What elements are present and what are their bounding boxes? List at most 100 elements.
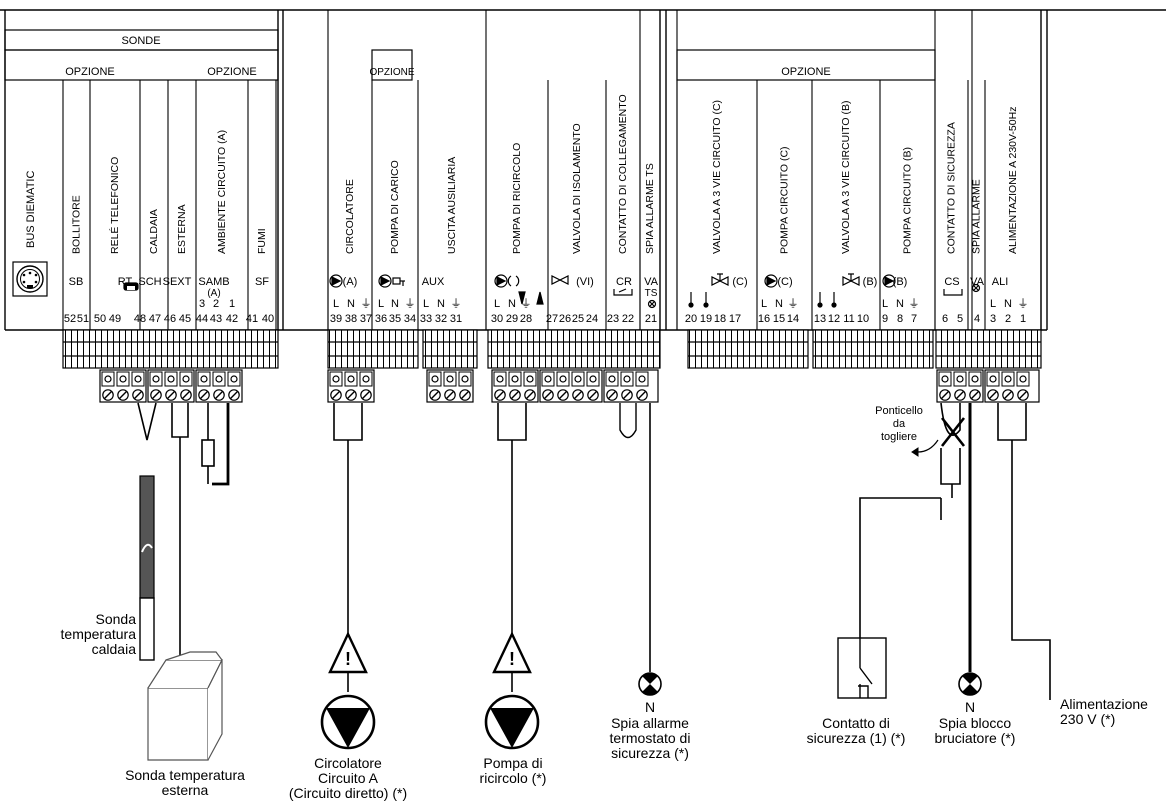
telephone-icon <box>123 282 139 291</box>
column-name: BOLLITORE <box>71 195 83 254</box>
svg-text:!: ! <box>345 649 351 669</box>
terminal-screw <box>213 389 225 401</box>
column-code: SF <box>255 276 269 288</box>
terminal-function: N <box>775 298 783 310</box>
terminal-number: 2 <box>1005 313 1011 325</box>
terminal-slot <box>116 371 130 387</box>
column-name: POMPA DI RICIRCOLO <box>511 143 523 254</box>
column-name: CIRCOLATORE <box>344 179 356 254</box>
opzione-label: OPZIONE <box>369 67 414 78</box>
terminal-screw <box>557 389 569 401</box>
terminal-screw <box>198 389 210 401</box>
pump-icon-a <box>329 274 343 288</box>
terminal-function: N <box>896 298 904 310</box>
terminal-function: L <box>423 298 429 310</box>
terminal-number: 3 <box>990 313 996 325</box>
lamp-icon-ts <box>647 299 657 309</box>
caption-circulator: Circolatore Circuito A (Circuito diretto… <box>288 755 408 801</box>
caption-boiler-probe: Sonda temperatura caldaia <box>60 611 136 657</box>
terminal-slot <box>101 371 115 387</box>
alarm-lamp-ts-icon <box>638 672 662 696</box>
burner-lock-lamp-icon <box>958 672 982 696</box>
terminal-number: 33 <box>420 313 432 325</box>
terminal-screw <box>228 389 240 401</box>
terminal-slot <box>523 371 537 387</box>
terminal-number: 41 <box>246 313 258 325</box>
column-name: VALVOLA A 3 VIE CIRCUITO (B) <box>840 101 852 254</box>
column-name: POMPA CIRCUITO (B) <box>902 147 914 254</box>
terminal-function: L <box>990 298 996 310</box>
terminal-function: ⏚ <box>909 297 920 310</box>
terminal-number: 40 <box>262 313 274 325</box>
terminal-screw <box>524 389 536 401</box>
terminal-number: 31 <box>450 313 462 325</box>
terminal-screw <box>542 389 554 401</box>
terminal-slot <box>605 371 619 387</box>
terminal-number: 42 <box>226 313 238 325</box>
terminal-slot <box>329 371 343 387</box>
terminal-slot <box>493 371 507 387</box>
terminal-screw <box>360 389 372 401</box>
boiler-probe-icon <box>139 475 155 661</box>
terminal-function: ⏚ <box>521 297 532 310</box>
column-code: SEXT <box>163 276 192 288</box>
sonde-header: SONDE <box>121 35 160 47</box>
terminal-screw <box>636 389 648 401</box>
terminal-slot <box>968 371 982 387</box>
lamp-icon-va <box>971 283 981 293</box>
terminal-slot <box>344 371 358 387</box>
terminal-number: 12 <box>828 313 840 325</box>
column-code: (C) <box>732 276 747 288</box>
column-name: CONTATTO DI SICUREZZA <box>946 122 958 254</box>
terminal-slot <box>541 371 555 387</box>
valve-icon-vi <box>551 275 569 285</box>
terminal-screw <box>587 389 599 401</box>
terminal-function: N <box>347 298 355 310</box>
column-name: VALVOLA DI ISOLAMENTO <box>571 123 583 254</box>
terminal-screw <box>150 389 162 401</box>
terminal-number: 20 <box>685 313 697 325</box>
terminal-number: 6 <box>942 313 948 325</box>
terminal-number: 14 <box>787 313 799 325</box>
outdoor-probe-icon <box>147 651 223 761</box>
column-name: FUMI <box>256 228 268 254</box>
terminal-screw <box>572 389 584 401</box>
terminal-number: 26 <box>559 313 571 325</box>
svg-text:!: ! <box>509 649 515 669</box>
column-name: CALDAIA <box>148 209 160 254</box>
contact-icon-cs <box>943 289 963 296</box>
caption-alarm-lamp: Spia allarme termostato di sicurezza (*) <box>609 715 691 761</box>
recirculation-pump-icon: ! <box>484 631 540 750</box>
terminal-slot <box>443 371 457 387</box>
terminal-screw <box>429 389 441 401</box>
terminal-screw <box>1017 389 1029 401</box>
terminal-number: 23 <box>607 313 619 325</box>
terminal-number: 30 <box>491 313 503 325</box>
terminal-screw <box>330 389 342 401</box>
terminal-screw <box>102 389 114 401</box>
terminal-number: 37 <box>360 313 372 325</box>
column-code: AUX <box>422 276 445 288</box>
neutral-label-va: N <box>964 699 976 715</box>
column-code: (VI) <box>576 276 594 288</box>
column-code: CR <box>616 276 632 288</box>
valve-icon-b <box>842 273 860 286</box>
terminal-number: 7 <box>911 313 917 325</box>
terminal-slot <box>938 371 952 387</box>
terminal-number: 36 <box>375 313 387 325</box>
terminal-slot <box>227 371 241 387</box>
terminal-function: L <box>882 298 888 310</box>
terminal-function: L <box>494 298 500 310</box>
neutral-label-ts: N <box>644 699 656 715</box>
terminal-number: 51 <box>77 313 89 325</box>
terminal-slot <box>953 371 967 387</box>
terminal-slot <box>458 371 472 387</box>
pump-icon-carico <box>378 274 405 288</box>
terminal-number: 25 <box>572 313 584 325</box>
column-code: SCH <box>138 276 161 288</box>
terminal-slot <box>620 371 634 387</box>
opzione-label: OPZIONE <box>65 66 115 78</box>
terminal-screw <box>345 389 357 401</box>
terminal-screw <box>165 389 177 401</box>
